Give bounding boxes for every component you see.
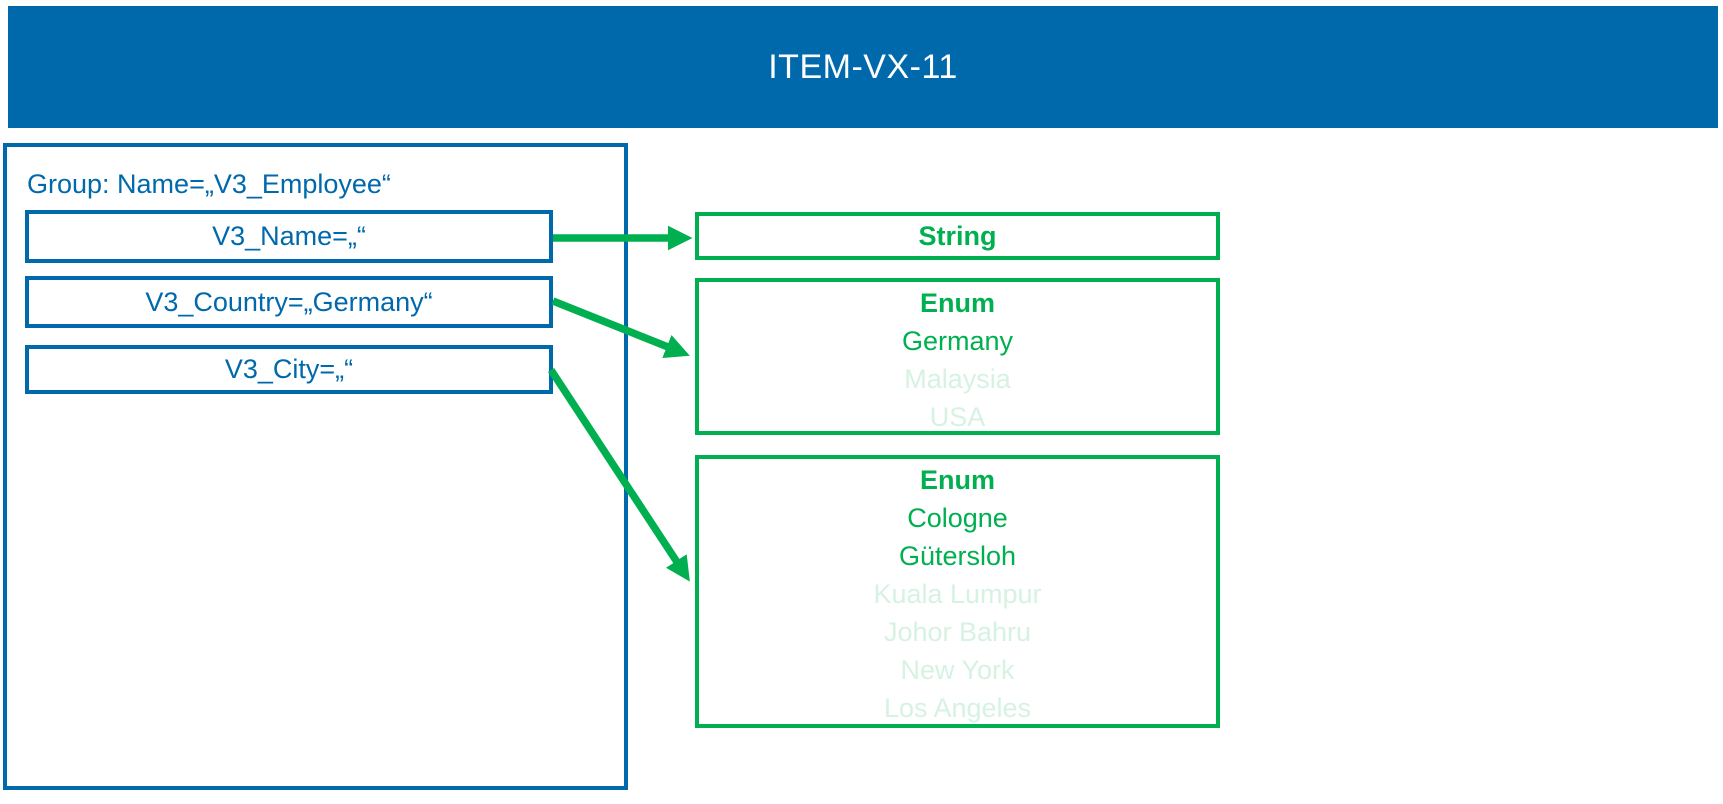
field-v3-country-label: V3_Country=„Germany“ [145,286,433,317]
slide-title: ITEM-VX-11 [768,47,958,86]
city-option-johor-bahru: Johor Bahru [883,617,1032,647]
city-option-new-york: New York [900,655,1015,685]
group-label: Group: Name=„V3_Employee“ [27,169,391,199]
country-option-usa: USA [929,402,986,432]
target-type-string: String [695,212,1220,260]
string-type-title: String [918,221,997,251]
field-v3-name: V3_Name=„“ [25,210,553,263]
field-v3-city-label: V3_City=„“ [224,354,354,384]
target-enum-country: Enum Germany Malaysia USA [695,278,1220,435]
city-option-guetersloh: Gütersloh [898,541,1017,571]
country-option-malaysia: Malaysia [904,364,1011,394]
field-v3-country: V3_Country=„Germany“ [25,276,553,328]
country-option-germany: Germany [901,326,1014,356]
city-option-cologne: Cologne [907,503,1008,533]
city-option-los-angeles: Los Angeles [883,693,1032,723]
country-enum-title: Enum [919,288,995,318]
field-v3-city: V3_City=„“ [25,345,553,394]
title-bar: ITEM-VX-11 [8,6,1718,128]
city-enum-title: Enum [919,465,995,495]
field-v3-name-label: V3_Name=„“ [212,221,366,251]
city-option-kuala-lumpur: Kuala Lumpur [873,579,1042,609]
target-enum-city: Enum Cologne Gütersloh Kuala Lumpur Joho… [695,455,1220,728]
group-box-v3-employee: Group: Name=„V3_Employee“ V3_Name=„“ V3_… [3,143,628,790]
